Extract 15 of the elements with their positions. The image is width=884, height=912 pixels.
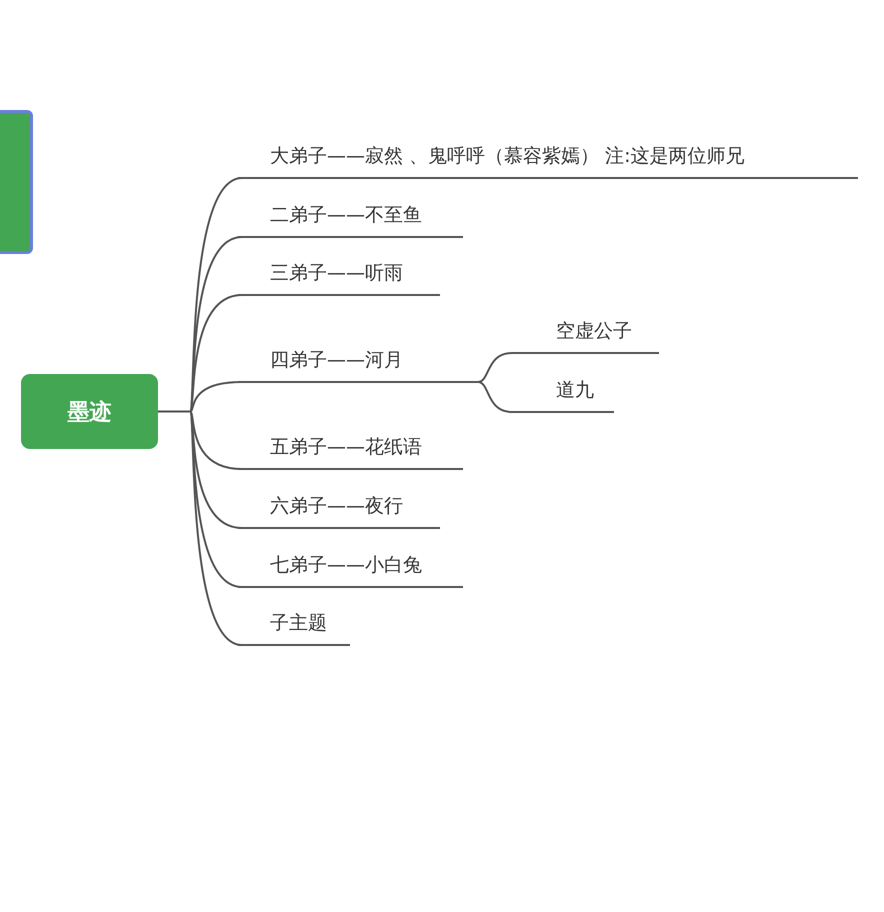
topic-text: 二弟子——不至鱼 [270, 204, 422, 227]
topic-text: 三弟子——听雨 [270, 262, 403, 285]
topic-text: 七弟子——小白兔 [270, 554, 422, 577]
topic-text: 四弟子——河月 [270, 349, 403, 372]
topic-text: 六弟子——夜行 [270, 495, 403, 518]
topic-text: 墨迹 [68, 398, 112, 426]
topic-box [0, 110, 33, 254]
central-topic-box [21, 374, 158, 449]
topic-text: 子主题 [270, 612, 327, 635]
topic-text: 五弟子——花纸语 [270, 436, 422, 459]
topic-text: 大弟子——寂然 、鬼呼呼（慕容紫嫣） 注:这是两位师兄 [270, 145, 744, 168]
topic-text: 道九 [556, 379, 594, 402]
connector-line [478, 352, 512, 383]
topic-text: 空虚公子 [556, 320, 632, 343]
connector-line [478, 381, 512, 413]
